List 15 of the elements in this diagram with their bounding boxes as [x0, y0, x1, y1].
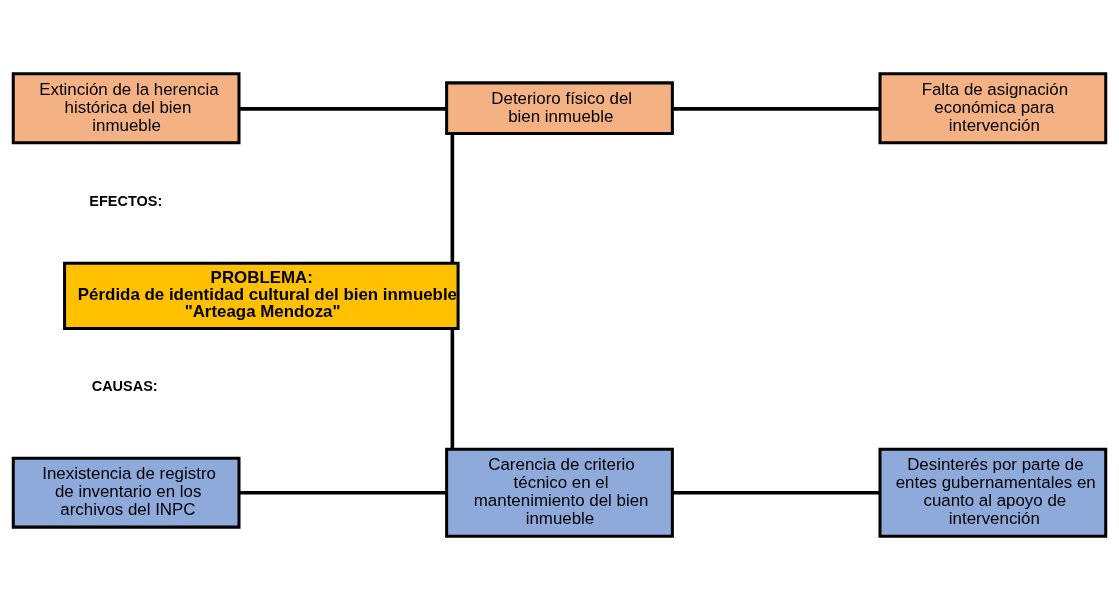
connector [672, 106, 880, 111]
label: CAUSAS: [91, 377, 158, 394]
node-box: Carencia de criterio técnico en el mantenimiento del bien inmueble [445, 447, 674, 538]
node-box: Falta de asignación económica para intervención [878, 71, 1108, 144]
node-box: PROBLEMA: Pérdida de identidad cultural del bien inmueble "Arteaga Mendoza" [63, 261, 460, 330]
connector [450, 328, 455, 449]
node-box: Inexistencia de registro de inventario en los archivos del INPC [11, 456, 241, 529]
node-box: Desinterés por parte de entes gubernamentales en cuanto al apoyo de intervención [878, 447, 1108, 538]
connector [239, 490, 447, 494]
node-box: Extinción de la herencia histórica del bien inmueble [11, 71, 241, 144]
connector [450, 133, 455, 263]
connector [672, 490, 880, 494]
connector [239, 106, 447, 111]
node-box: Deterioro físico del bien inmueble [445, 80, 674, 135]
label: EFECTOS: [89, 192, 163, 209]
